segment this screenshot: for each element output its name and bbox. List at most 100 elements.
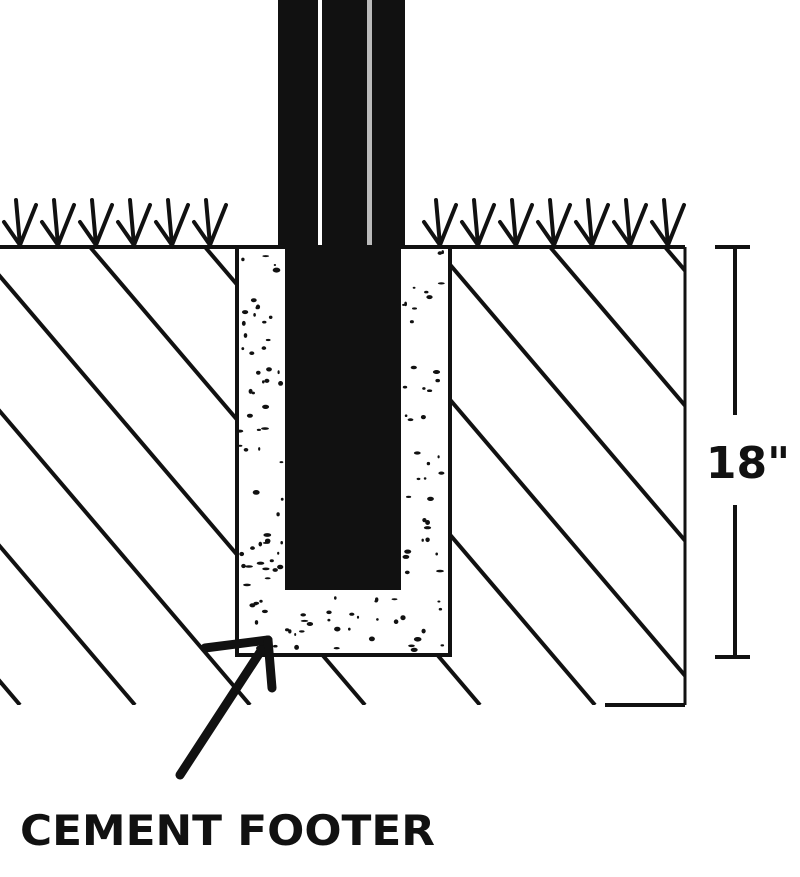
speckle	[262, 255, 270, 258]
speckle	[416, 477, 421, 481]
speckle	[327, 618, 331, 622]
speckle	[255, 306, 259, 310]
speckle	[263, 533, 272, 537]
speckle	[250, 298, 257, 303]
speckle	[264, 538, 271, 544]
grass-tuft	[650, 198, 686, 250]
speckle	[421, 538, 424, 542]
speckle	[237, 444, 243, 447]
grass-tuft	[2, 198, 38, 250]
speckle	[254, 603, 258, 606]
speckle	[262, 567, 270, 571]
speckle	[410, 365, 417, 370]
grass-tuft	[192, 198, 228, 250]
speckle	[241, 563, 246, 569]
speckle	[404, 549, 412, 554]
grass-tuft	[498, 198, 534, 250]
speckle	[393, 619, 399, 624]
speckle	[239, 551, 245, 557]
speckle	[420, 415, 426, 420]
speckle	[435, 552, 439, 556]
speckle	[333, 647, 340, 650]
speckle	[279, 461, 284, 464]
speckle	[413, 451, 421, 455]
speckle	[426, 295, 433, 300]
speckle	[250, 546, 255, 550]
grass-tuft	[116, 198, 152, 250]
speckle	[243, 583, 251, 587]
grass-tuft	[40, 198, 76, 250]
speckle	[277, 564, 284, 570]
speckle	[440, 644, 445, 647]
hatch-line	[433, 247, 685, 544]
grass-tuft	[574, 198, 610, 250]
speckle	[348, 627, 351, 631]
speckle	[248, 388, 253, 394]
speckle	[423, 526, 432, 530]
speckle	[241, 257, 245, 262]
speckle	[280, 497, 284, 501]
speckle	[249, 351, 255, 356]
cement-footer-label: CEMENT FOOTER	[20, 806, 435, 855]
post-below-ground	[285, 247, 401, 590]
speckle	[391, 598, 398, 601]
speckle	[300, 613, 307, 617]
speckle	[249, 603, 256, 608]
speckle	[264, 378, 270, 383]
speckle	[261, 346, 267, 350]
speckle	[438, 471, 445, 475]
hatch-line	[0, 408, 252, 705]
speckle	[262, 380, 265, 384]
speckle	[264, 577, 271, 580]
speckle	[280, 541, 284, 545]
speckle	[437, 600, 441, 603]
speckle	[437, 282, 445, 285]
speckle	[413, 637, 422, 642]
speckle	[349, 612, 355, 616]
speckle	[253, 313, 256, 317]
speckle	[412, 286, 416, 289]
speckle	[285, 628, 290, 632]
speckle	[277, 370, 280, 375]
depth-label: 18"	[706, 438, 790, 489]
speckle	[276, 512, 280, 517]
speckle	[421, 628, 426, 634]
dimension-line	[715, 245, 750, 659]
speckle	[243, 448, 249, 452]
hatch-line	[0, 678, 22, 705]
speckle	[424, 290, 429, 294]
speckle	[410, 647, 418, 653]
speckle	[273, 644, 278, 648]
speckle	[268, 315, 273, 319]
speckle	[402, 554, 410, 559]
speckle	[299, 630, 305, 633]
speckle	[437, 251, 443, 255]
speckle	[408, 644, 415, 648]
speckle	[246, 413, 253, 418]
speckle	[356, 615, 360, 619]
speckle	[254, 620, 259, 625]
speckle	[256, 428, 261, 431]
speckle	[368, 636, 375, 642]
speckle	[326, 610, 332, 615]
speckle	[334, 596, 337, 600]
speckle	[306, 622, 314, 626]
speckle	[406, 495, 412, 498]
grass-tuft	[460, 198, 496, 250]
speckle	[272, 267, 281, 273]
speckle	[412, 307, 417, 310]
speckle	[422, 518, 427, 523]
grass-tuft	[536, 198, 572, 250]
speckle	[404, 301, 407, 307]
speckle	[258, 541, 263, 547]
speckle	[262, 320, 267, 324]
speckle	[256, 561, 265, 565]
speckle	[438, 607, 443, 611]
cement-speckles	[236, 250, 445, 653]
post-highlight-left	[318, 0, 322, 245]
speckle	[425, 520, 430, 525]
speckle	[400, 615, 406, 621]
speckle	[404, 414, 408, 418]
speckle	[374, 600, 378, 603]
